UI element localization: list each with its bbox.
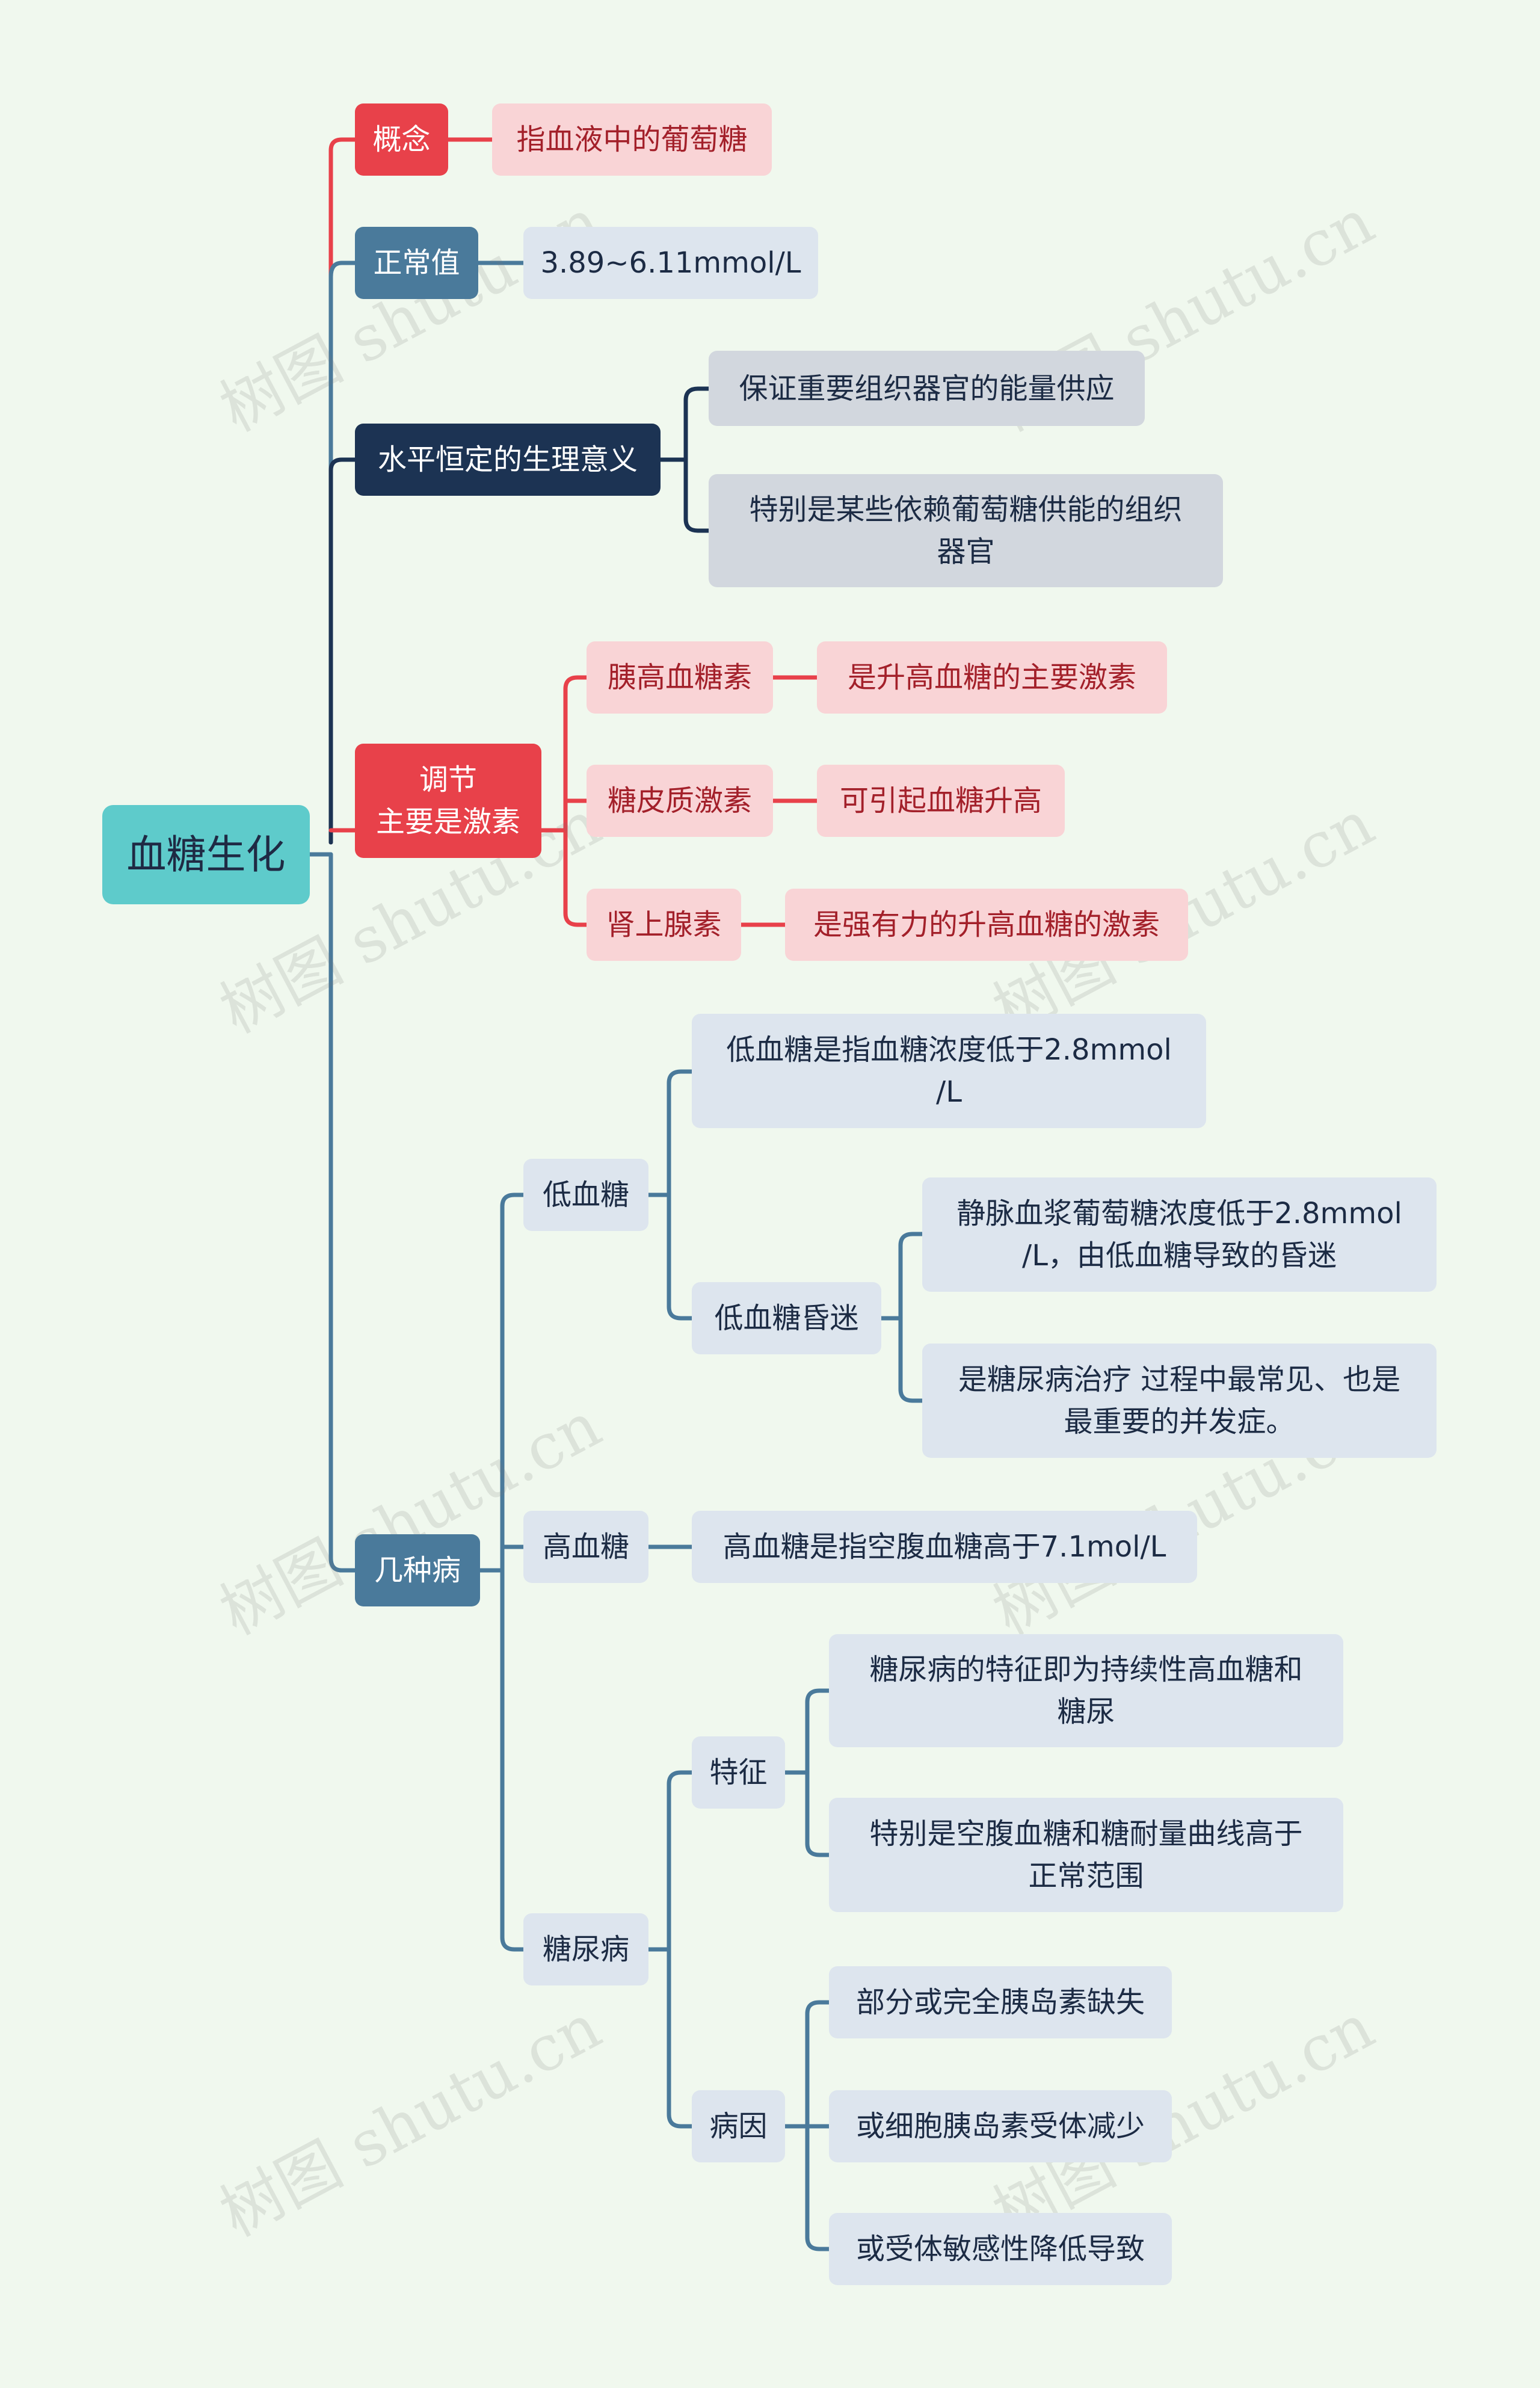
significance-detail-2[interactable]: 特别是某些依赖葡萄糖供能的组织 器官	[709, 474, 1223, 587]
cause-detail-1[interactable]: 部分或完全胰岛素缺失	[829, 1966, 1172, 2038]
hormone-glucocorticoid[interactable]: 糖皮质激素	[587, 765, 773, 837]
connector	[667, 1947, 694, 2129]
connector	[805, 2000, 831, 2129]
regulation-node[interactable]: 调节 主要是激素	[355, 744, 541, 858]
connector	[500, 1568, 526, 1952]
cause-detail-2[interactable]: 或细胞胰岛素受体减少	[829, 2090, 1172, 2162]
hormone-glucagon[interactable]: 胰高血糖素	[587, 641, 773, 714]
concept-node[interactable]: 概念	[355, 103, 448, 176]
connector	[683, 457, 711, 533]
feature-detail-2[interactable]: 特别是空腹血糖和糖耐量曲线高于 正常范围	[829, 1798, 1343, 1912]
hyperglycemia-definition[interactable]: 高血糖是指空腹血糖高于7.1mol/L	[692, 1511, 1197, 1583]
connector	[563, 828, 589, 927]
hormone-glucagon-desc[interactable]: 是升高血糖的主要激素	[817, 641, 1167, 714]
concept-detail[interactable]: 指血液中的葡萄糖	[492, 103, 772, 176]
root-node[interactable]: 血糖生化	[102, 805, 310, 904]
connector	[898, 1232, 925, 1321]
significance-detail-1[interactable]: 保证重要组织器官的能量供应	[709, 351, 1145, 426]
connector	[805, 2124, 831, 2251]
diabetes-node[interactable]: 糖尿病	[523, 1913, 648, 1985]
connector	[328, 137, 357, 845]
cause-detail-3[interactable]: 或受体敏感性降低导致	[829, 2213, 1172, 2285]
hyperglycemia-node[interactable]: 高血糖	[523, 1511, 648, 1583]
diseases-node[interactable]: 几种病	[355, 1534, 480, 1606]
normal-value-detail[interactable]: 3.89~6.11mmol/L	[523, 227, 818, 299]
coma-detail-1[interactable]: 静脉血浆葡萄糖浓度低于2.8mmol /L，由低血糖导致的昏迷	[922, 1177, 1437, 1292]
feature-detail-1[interactable]: 糖尿病的特征即为持续性高血糖和 糖尿	[829, 1634, 1343, 1747]
connector	[805, 1688, 831, 1775]
hormone-glucocorticoid-desc[interactable]: 可引起血糖升高	[817, 765, 1065, 837]
normal-value-node[interactable]: 正常值	[355, 227, 478, 299]
connector	[328, 852, 357, 1573]
hypoglycemia-node[interactable]: 低血糖	[523, 1159, 648, 1231]
diabetes-causes-node[interactable]: 病因	[692, 2090, 785, 2162]
connector	[898, 1316, 925, 1403]
hypoglycemia-definition[interactable]: 低血糖是指血糖浓度低于2.8mmol /L	[692, 1014, 1206, 1128]
hormone-adrenaline[interactable]: 肾上腺素	[587, 889, 741, 961]
hypoglycemic-coma-node[interactable]: 低血糖昏迷	[692, 1282, 881, 1354]
hormone-adrenaline-desc[interactable]: 是强有力的升高血糖的激素	[785, 889, 1188, 961]
connector	[563, 675, 589, 833]
diabetes-features-node[interactable]: 特征	[692, 1736, 785, 1809]
connector	[805, 1770, 831, 1857]
connector	[667, 1069, 694, 1197]
connector	[328, 261, 357, 845]
connector	[667, 1192, 694, 1321]
connector	[683, 386, 711, 462]
connector	[328, 457, 357, 845]
coma-detail-2[interactable]: 是糖尿病治疗 过程中最常见、也是 最重要的并发症。	[922, 1344, 1437, 1458]
connector	[667, 1770, 694, 1952]
significance-node[interactable]: 水平恒定的生理意义	[355, 424, 661, 496]
connector	[500, 1192, 526, 1573]
